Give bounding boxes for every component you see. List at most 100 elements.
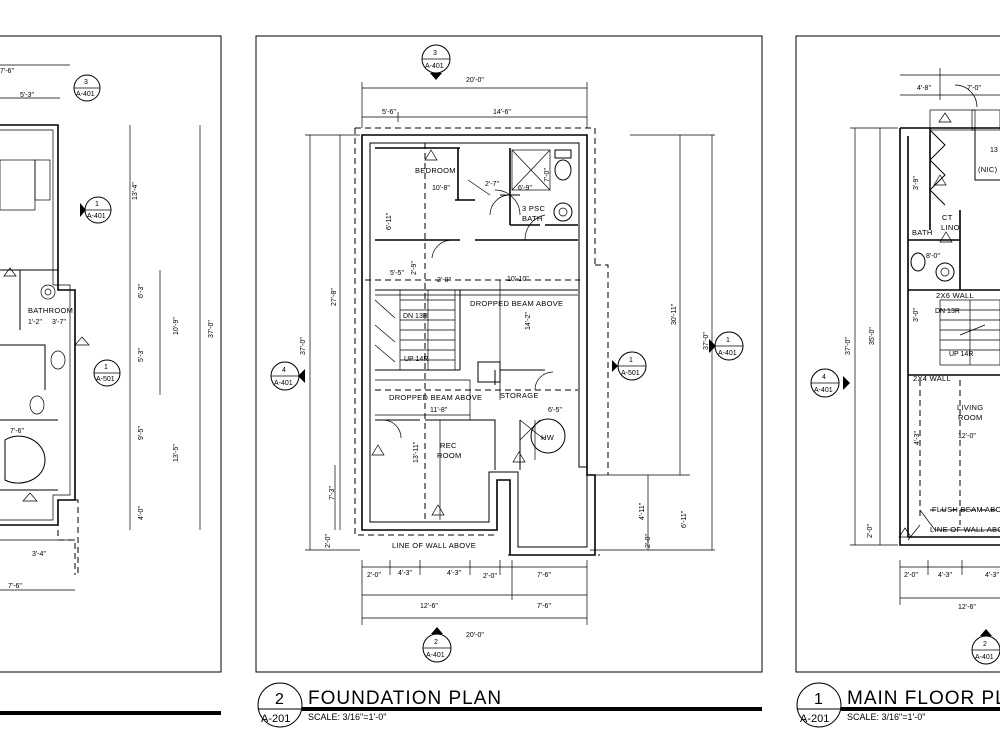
- svg-text:1: 1: [95, 201, 99, 208]
- svg-text:2'-9": 2'-9": [411, 261, 418, 275]
- svg-text:UP 14R: UP 14R: [949, 351, 973, 358]
- svg-text:REC: REC: [440, 441, 457, 450]
- svg-text:2'-0": 2'-0": [483, 573, 497, 580]
- left-callout-3[interactable]: 3 A-401: [73, 74, 101, 102]
- center-callout-a501[interactable]: 1 A-501: [612, 351, 647, 381]
- svg-text:BATH: BATH: [522, 214, 543, 223]
- svg-text:UP 14R: UP 14R: [404, 356, 428, 363]
- main-floor-plan-title-block: 1 A-201 MAIN FLOOR PL SCALE: 3/16"=1'-0": [796, 682, 1000, 728]
- svg-text:SCALE: 3/16"=1'-0": SCALE: 3/16"=1'-0": [847, 712, 925, 722]
- svg-text:1: 1: [629, 357, 633, 364]
- svg-text:6'-11": 6'-11": [386, 212, 393, 230]
- svg-text:37'-0": 37'-0": [845, 337, 852, 355]
- svg-text:7'-6": 7'-6": [8, 583, 22, 590]
- svg-text:4'-3": 4'-3": [447, 570, 461, 577]
- svg-text:2X6 WALL: 2X6 WALL: [936, 291, 974, 300]
- svg-text:1: 1: [814, 691, 823, 708]
- hot-water-tank: [530, 418, 566, 454]
- svg-text:30'-11": 30'-11": [671, 303, 678, 325]
- sheet-ref: A-201: [261, 713, 290, 725]
- svg-text:3 PSC: 3 PSC: [522, 204, 545, 213]
- svg-text:4'-8": 4'-8": [917, 85, 931, 92]
- tub: [4, 435, 46, 484]
- svg-text:13'-11": 13'-11": [413, 441, 420, 463]
- center-callout-bottom[interactable]: 2 A-401: [422, 627, 452, 663]
- foundation-plan: 20'-0" 5'-6" 14'-6" DN 13R UP 14R: [255, 35, 763, 728]
- svg-text:DN 13R: DN 13R: [935, 308, 960, 315]
- svg-text:A-401: A-401: [76, 91, 95, 98]
- foundation-walls: [361, 134, 596, 556]
- svg-text:12'-6": 12'-6": [958, 604, 976, 611]
- svg-text:4'-3": 4'-3": [938, 572, 952, 579]
- svg-text:11'-8": 11'-8": [430, 407, 448, 414]
- center-callout-right[interactable]: 1 A-401: [709, 331, 744, 361]
- svg-text:3: 3: [433, 50, 437, 57]
- svg-text:A-501: A-501: [621, 370, 640, 377]
- foundation-plan-title-block: 2 A-201 FOUNDATION PLAN SCALE: 3/16"=1'-…: [257, 682, 762, 728]
- svg-text:27'-8": 27'-8": [331, 288, 338, 306]
- svg-text:8'-0": 8'-0": [926, 253, 940, 260]
- left-callout-a501[interactable]: 1 A-501: [93, 359, 121, 387]
- center-callout-left[interactable]: 4 A-401: [270, 361, 305, 391]
- svg-text:20'-0": 20'-0": [466, 77, 484, 84]
- svg-text:4'-11": 4'-11": [639, 502, 646, 520]
- svg-text:DROPPED BEAM ABOVE: DROPPED BEAM ABOVE: [389, 393, 482, 402]
- plan-scale: SCALE: 3/16"=1'-0": [308, 712, 386, 722]
- svg-text:(NIC): (NIC): [978, 165, 998, 174]
- svg-text:14'-6": 14'-6": [493, 109, 511, 116]
- svg-text:37'-0": 37'-0": [300, 337, 307, 355]
- left-callout-1[interactable]: 1 A-401: [80, 196, 112, 224]
- svg-text:A-201: A-201: [800, 713, 829, 725]
- svg-text:LINE OF WALL ABO: LINE OF WALL ABO: [930, 525, 1000, 534]
- svg-text:4'-3": 4'-3": [985, 572, 999, 579]
- svg-text:5'-5": 5'-5": [390, 270, 404, 277]
- svg-text:7'-0": 7'-0": [967, 85, 981, 92]
- svg-text:2: 2: [434, 639, 438, 646]
- svg-text:CT: CT: [942, 213, 953, 222]
- svg-text:7'-3": 7'-3": [329, 486, 336, 500]
- svg-text:13'-4": 13'-4": [132, 182, 139, 200]
- svg-text:7'-0": 7'-0": [544, 168, 551, 182]
- svg-text:A-401: A-401: [87, 213, 106, 220]
- svg-text:2'-0": 2'-0": [867, 524, 874, 538]
- svg-text:ROOM: ROOM: [958, 413, 983, 422]
- plan-title: FOUNDATION PLAN: [308, 688, 502, 709]
- svg-text:A-401: A-401: [718, 350, 737, 357]
- svg-text:2'-7": 2'-7": [485, 181, 499, 188]
- foundation-plan-frame: [255, 35, 763, 673]
- svg-text:2'-0": 2'-0": [437, 277, 451, 284]
- detail-number: 2: [275, 691, 284, 708]
- svg-text:6'-9": 6'-9": [518, 185, 532, 192]
- svg-text:ROOM: ROOM: [437, 451, 462, 460]
- svg-text:3'-0": 3'-0": [913, 308, 920, 322]
- main-floor-plan-frame: [795, 35, 1000, 673]
- right-callout-bottom[interactable]: 2 A-401: [971, 629, 1000, 665]
- svg-text:3'-7": 3'-7": [52, 319, 66, 326]
- svg-text:LINO: LINO: [941, 223, 960, 232]
- svg-text:LIVING: LIVING: [957, 403, 983, 412]
- svg-text:6'-5": 6'-5": [548, 407, 562, 414]
- svg-text:7'-6": 7'-6": [537, 603, 551, 610]
- right-callout-left[interactable]: 4 A-401: [810, 368, 850, 398]
- left-plan-frame: [0, 35, 222, 673]
- svg-text:13'-5": 13'-5": [173, 444, 180, 462]
- svg-text:37'-0": 37'-0": [703, 332, 710, 350]
- svg-text:STORAGE: STORAGE: [500, 391, 539, 400]
- svg-text:10'-10": 10'-10": [507, 276, 529, 283]
- svg-text:1'-2": 1'-2": [28, 319, 42, 326]
- center-callout-top[interactable]: 3 A-401: [421, 44, 451, 80]
- svg-text:1: 1: [726, 337, 730, 344]
- bedroom-label: BEDROOM: [415, 166, 456, 175]
- svg-text:13: 13: [990, 147, 998, 154]
- svg-text:DN 13R: DN 13R: [403, 313, 428, 320]
- svg-text:5'-3": 5'-3": [20, 92, 34, 99]
- plumbing-fixtures: [477, 149, 573, 454]
- svg-text:37'-0": 37'-0": [208, 320, 215, 338]
- svg-text:12'-6": 12'-6": [420, 603, 438, 610]
- svg-text:20'-0": 20'-0": [466, 632, 484, 639]
- svg-text:FLUSH BEAM ABO: FLUSH BEAM ABO: [932, 505, 1000, 514]
- svg-text:A-501: A-501: [96, 376, 115, 383]
- main-floor-stairs: DN 13R UP 14R: [935, 299, 1000, 366]
- svg-text:A-401: A-401: [426, 652, 445, 659]
